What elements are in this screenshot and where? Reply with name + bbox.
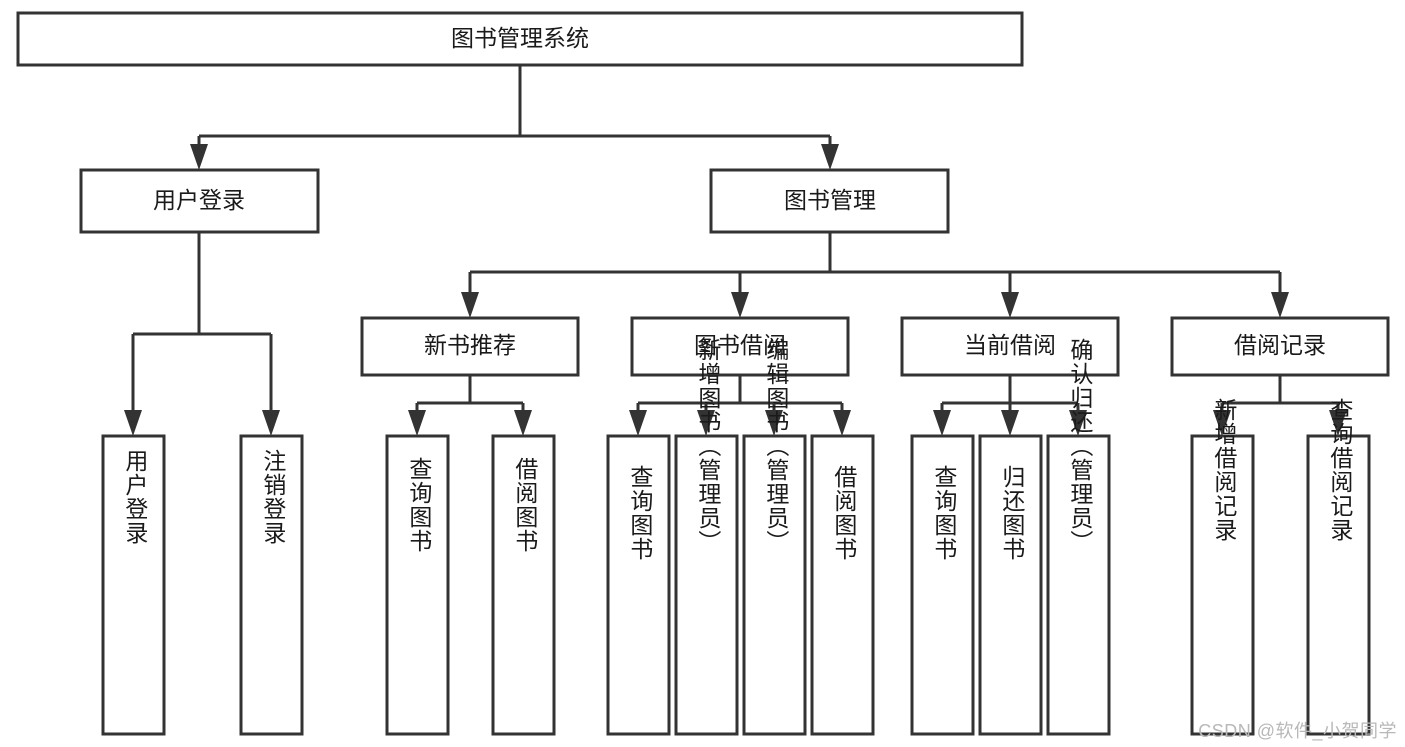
node-leaf-borrow-book-2[interactable]: 借阅图书 [810,434,875,736]
connector-root-to-level2 [190,65,839,170]
node-current-borrow[interactable]: 当前借阅 [900,316,1120,377]
node-leaf-edit-book-label: 编辑图书（管理员） [763,338,790,554]
node-leaf-user-login-label: 用户登录 [122,449,149,545]
connector-newbook-to-leaves [408,375,532,436]
node-leaf-borrow-book-1-label: 借阅图书 [512,457,539,553]
node-leaf-add-book-label: 新增图书（管理员） [695,338,722,554]
node-book-borrow-label: 图书借阅 [694,332,786,358]
node-leaf-query-book-2-label: 查询图书 [627,465,654,561]
node-leaf-confirm-return[interactable]: 确认归还（管理员） [1046,338,1111,736]
node-book-manage[interactable]: 图书管理 [709,168,950,234]
node-leaf-borrow-book-1[interactable]: 借阅图书 [491,434,556,736]
node-leaf-add-book[interactable]: 新增图书（管理员） [674,338,739,736]
node-leaf-query-record-label: 查询借阅记录 [1327,398,1354,542]
node-user-login[interactable]: 用户登录 [79,168,320,234]
node-user-login-label: 用户登录 [153,187,245,213]
node-leaf-return-book-label: 归还图书 [999,465,1026,561]
node-leaf-add-record[interactable]: 新增借阅记录 [1190,398,1255,736]
node-leaf-confirm-return-label: 确认归还（管理员） [1067,338,1094,554]
node-book-borrow[interactable]: 图书借阅 [630,316,850,377]
node-book-manage-label: 图书管理 [784,187,876,213]
connector-userlogin-to-leaves [124,232,280,436]
connector-bookborrow-to-leaves [629,375,851,436]
connector-borrowrecord-to-leaves [1213,375,1347,436]
node-leaf-user-login[interactable]: 用户登录 [101,434,166,736]
node-leaf-edit-book[interactable]: 编辑图书（管理员） [742,338,807,736]
node-leaf-borrow-book-2-label: 借阅图书 [831,465,858,561]
node-leaf-query-book-3-label: 查询图书 [931,465,958,561]
node-borrow-record[interactable]: 借阅记录 [1170,316,1390,377]
node-leaf-query-book-2[interactable]: 查询图书 [606,434,671,736]
node-leaf-query-book-1[interactable]: 查询图书 [385,434,450,736]
node-leaf-query-book-1-label: 查询图书 [406,457,433,553]
connector-currentborrow-to-leaves [933,375,1087,436]
node-root-label: 图书管理系统 [451,25,589,51]
connector-bookmanage-to-level3 [461,232,1289,318]
node-root[interactable]: 图书管理系统 [16,11,1024,67]
node-new-book-recommend-label: 新书推荐 [424,332,516,358]
csdn-watermark: CSDN @软件_小贺同学 [1198,721,1397,741]
node-leaf-query-record[interactable]: 查询借阅记录 [1306,398,1371,736]
node-borrow-record-label: 借阅记录 [1234,332,1326,358]
node-leaf-add-record-label: 新增借阅记录 [1211,398,1238,542]
node-current-borrow-label: 当前借阅 [964,332,1056,358]
node-new-book-recommend[interactable]: 新书推荐 [360,316,580,377]
node-leaf-return-book[interactable]: 归还图书 [978,434,1043,736]
node-leaf-query-book-3[interactable]: 查询图书 [910,434,975,736]
node-leaf-user-logout-label: 注销登录 [260,449,287,545]
node-leaf-user-logout[interactable]: 注销登录 [239,434,304,736]
